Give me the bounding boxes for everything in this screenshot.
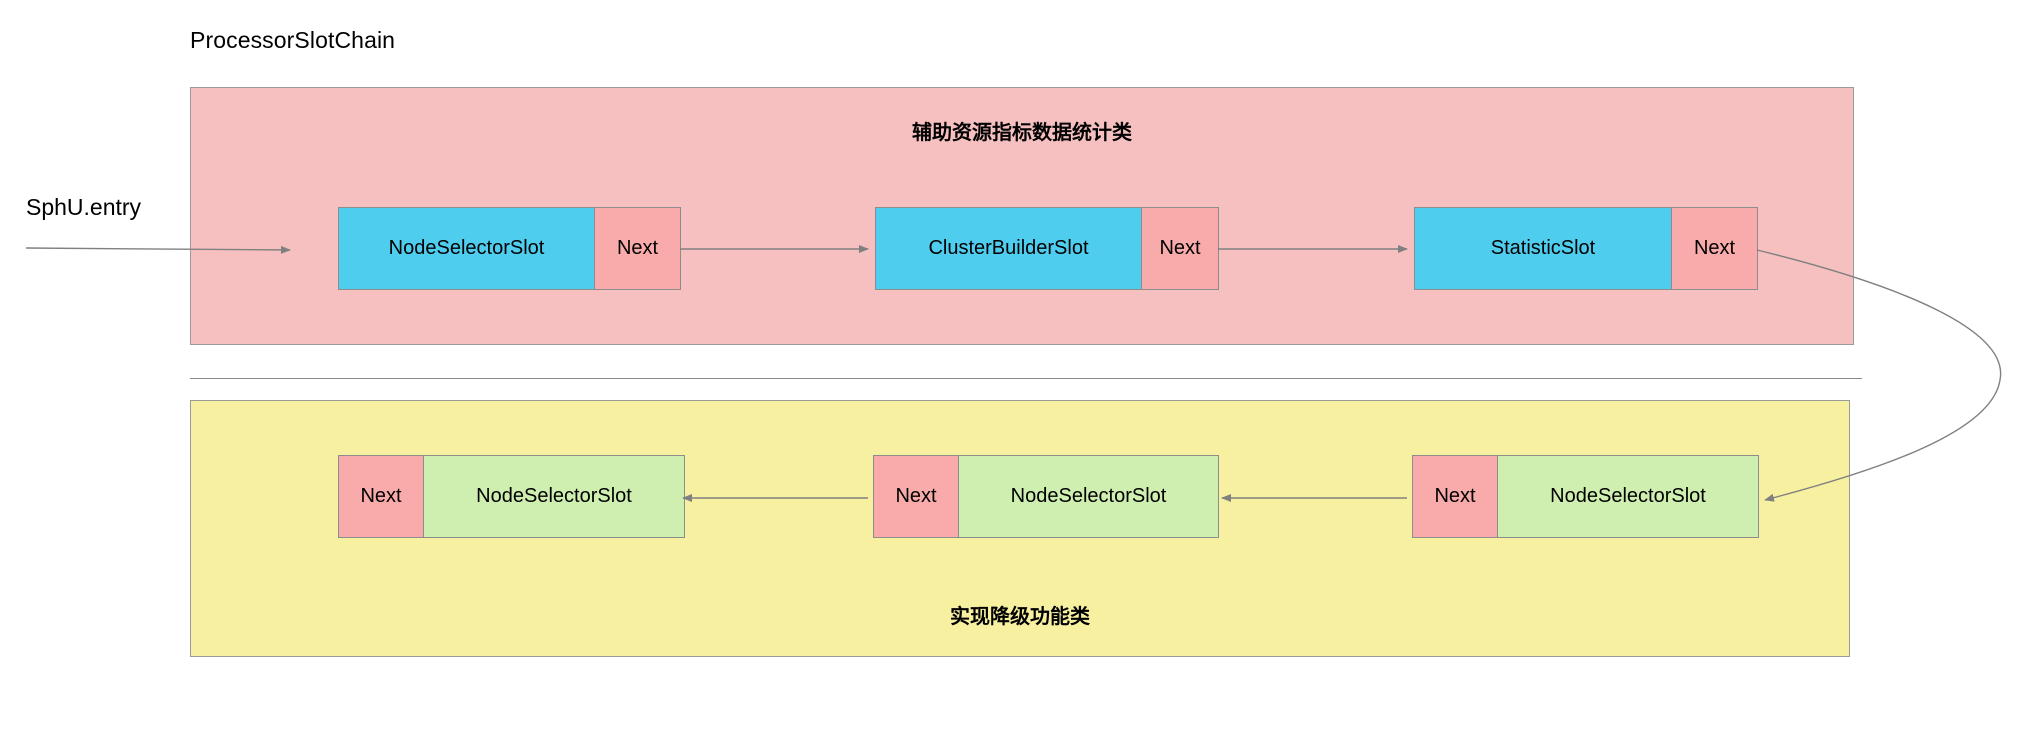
next-pointer-cell: Next — [1141, 208, 1218, 289]
next-pointer-cell: Next — [1671, 208, 1757, 289]
next-pointer-cell: Next — [339, 456, 424, 537]
next-pointer-cell: Next — [874, 456, 959, 537]
slot-label-node-selector-slot: NodeSelectorSlot — [424, 456, 684, 537]
next-pointer-cell: Next — [594, 208, 680, 289]
next-pointer-cell: Next — [1413, 456, 1498, 537]
slot-node-node-selector-slot-lower-3[interactable]: Next NodeSelectorSlot — [1412, 455, 1759, 538]
slot-node-node-selector-slot-upper[interactable]: NodeSelectorSlot Next — [338, 207, 681, 290]
slot-label-cluster-builder-slot: ClusterBuilderSlot — [876, 208, 1141, 289]
slot-label-statistic-slot: StatisticSlot — [1415, 208, 1671, 289]
entry-point-label: SphU.entry — [26, 194, 142, 220]
lower-region-caption: 实现降级功能类 — [950, 606, 1090, 628]
slot-node-statistic-slot[interactable]: StatisticSlot Next — [1414, 207, 1758, 290]
slot-label-node-selector-slot: NodeSelectorSlot — [959, 456, 1218, 537]
slot-label-node-selector-slot: NodeSelectorSlot — [339, 208, 594, 289]
page-title: ProcessorSlotChain — [190, 27, 396, 53]
upper-region-caption: 辅助资源指标数据统计类 — [912, 122, 1132, 144]
slot-node-node-selector-slot-lower-1[interactable]: Next NodeSelectorSlot — [338, 455, 685, 538]
slot-label-node-selector-slot: NodeSelectorSlot — [1498, 456, 1758, 537]
region-divider — [190, 378, 1862, 379]
slot-node-cluster-builder-slot[interactable]: ClusterBuilderSlot Next — [875, 207, 1219, 290]
slot-node-node-selector-slot-lower-2[interactable]: Next NodeSelectorSlot — [873, 455, 1219, 538]
